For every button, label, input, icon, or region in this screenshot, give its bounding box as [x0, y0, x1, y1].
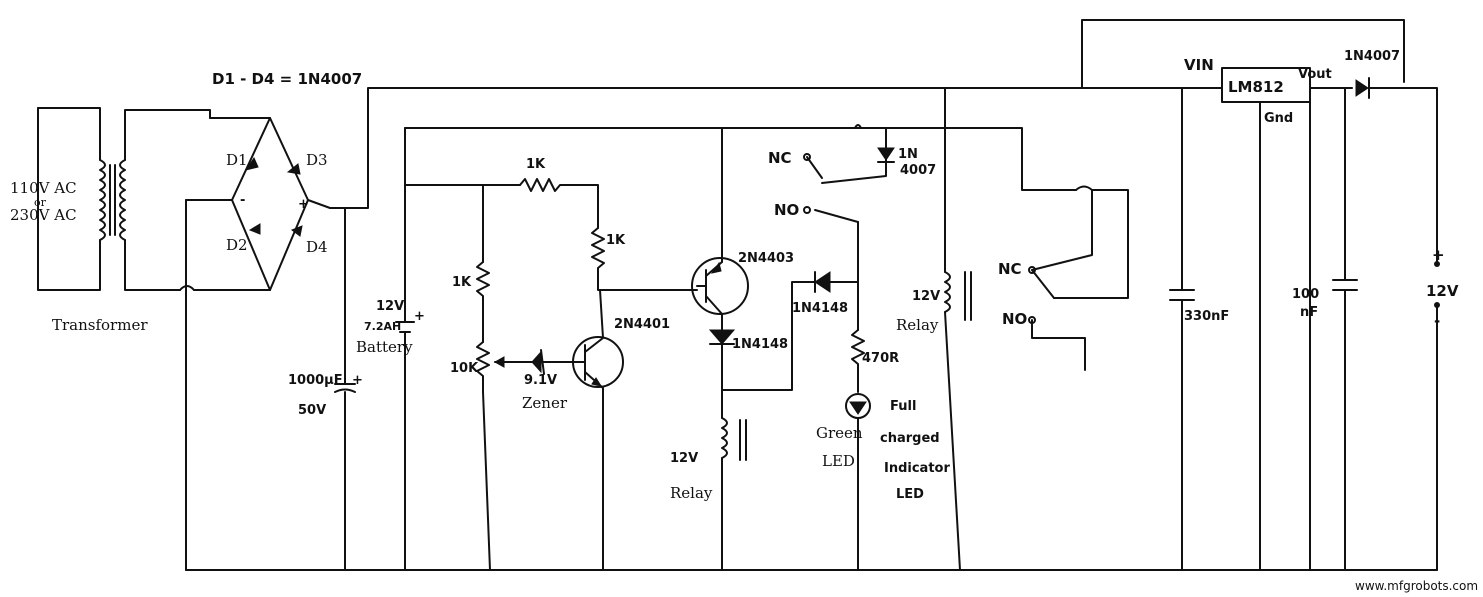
indicator-led: LED	[896, 487, 924, 502]
output-diode-label: 1N4007	[1344, 49, 1400, 64]
r1k-left-label: 1K	[452, 275, 472, 290]
battery-voltage: 12V	[376, 299, 404, 314]
output-minus: -	[1434, 312, 1440, 330]
diode-1n4148-b: 1N4148	[792, 301, 848, 316]
zener-voltage: 9.1V	[524, 373, 557, 388]
q1-label: 2N4401	[614, 317, 670, 332]
cap-main-voltage: 50V	[298, 403, 326, 418]
cap-main-plus: +	[352, 373, 363, 388]
filter-capacitor	[334, 207, 356, 571]
battery-section	[395, 127, 961, 571]
reg-vout: Vout	[1298, 67, 1332, 82]
r1k-top-label: 1K	[526, 157, 546, 172]
relay2-nc: NC	[998, 260, 1022, 278]
battery-label: Battery	[356, 338, 413, 356]
divider-network	[476, 178, 698, 571]
r470-label: 470R	[862, 351, 899, 366]
bridge-note: D1 - D4 = 1N4007	[212, 70, 362, 88]
output-voltage: 12V	[1426, 282, 1459, 300]
d3-label: D3	[306, 151, 328, 169]
reg-gnd: Gnd	[1264, 111, 1293, 126]
relay1-voltage: 12V	[670, 451, 698, 466]
green-led-label-1: Green	[816, 424, 863, 442]
relay2-voltage: 12V	[912, 289, 940, 304]
relay1-nc: NC	[768, 149, 792, 167]
lm812-regulator	[1221, 67, 1311, 103]
bridge-minus: -	[240, 193, 245, 208]
bridge-rectifier	[185, 87, 1083, 571]
r1k-base-label: 1K	[606, 233, 626, 248]
ac-input-or: or	[34, 196, 47, 209]
regulator-section	[1081, 19, 1440, 571]
watermark: www.mfgrobots.com	[1355, 579, 1478, 593]
relay1-no: NO	[774, 201, 799, 219]
pot-label: 10K	[450, 361, 479, 376]
battery-capacity: 7.2AH	[364, 320, 401, 333]
relay2-no: NO	[1002, 310, 1027, 328]
cap-100-label-b: nF	[1300, 305, 1318, 320]
d4-label: D4	[306, 238, 328, 256]
reg-vin: VIN	[1184, 56, 1214, 74]
relay1-contacts	[803, 124, 895, 214]
transformer-label: Transformer	[52, 316, 148, 334]
d1-label: D1	[226, 151, 248, 169]
diode-1n4007-a: 1N	[898, 147, 918, 162]
transistor-q1	[572, 289, 624, 571]
led-branch	[814, 209, 871, 571]
battery-plus: +	[414, 309, 425, 324]
cap-100-label-a: 100	[1292, 287, 1319, 302]
green-led-label-2: LED	[822, 452, 855, 470]
indicator-charged: charged	[880, 431, 940, 446]
bridge-plus: +	[298, 197, 309, 212]
relay1-label: Relay	[670, 484, 713, 502]
relay2	[944, 87, 1129, 571]
indicator-indicator: Indicator	[884, 461, 950, 476]
transformer	[37, 107, 219, 291]
ac-input-label-1: 110V AC	[10, 179, 77, 197]
diode-1n4007-b: 4007	[900, 163, 936, 178]
cap-330-label: 330nF	[1184, 309, 1229, 324]
output-plus: +	[1432, 246, 1445, 264]
ac-input-label-2: 230V AC	[10, 206, 77, 224]
d2-label: D2	[226, 236, 248, 254]
zener-label: Zener	[522, 394, 568, 412]
indicator-full: Full	[890, 399, 916, 414]
reg-name: LM812	[1228, 78, 1284, 96]
relay2-label: Relay	[896, 316, 939, 334]
transistor-q2	[691, 127, 816, 571]
diode-1n4148-a: 1N4148	[732, 337, 788, 352]
q2-label: 2N4403	[738, 251, 794, 266]
cap-main-label: 1000µF	[288, 373, 343, 388]
